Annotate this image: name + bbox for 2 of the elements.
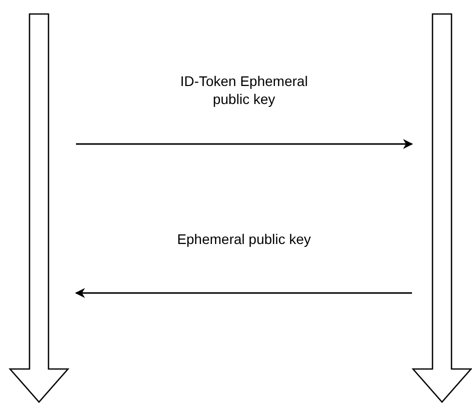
message-arrow <box>75 288 412 298</box>
message-arrow <box>76 139 413 149</box>
